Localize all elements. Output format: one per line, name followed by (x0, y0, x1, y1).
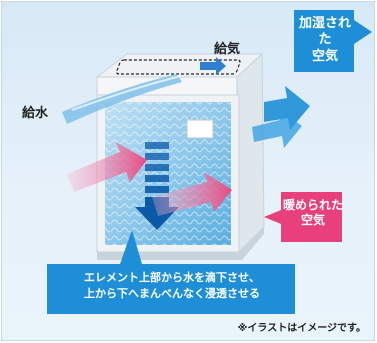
supply-air-label: 給気 (214, 42, 241, 57)
humidified-air-box (294, 10, 372, 72)
description-box (47, 264, 295, 314)
humidifier-unit (95, 52, 265, 260)
description-label: エレメント上部から水を滴下させ、 上から下へまんべんなく浸透させる (84, 271, 260, 300)
warmed-air-box (264, 192, 342, 242)
disclaimer-note: ※イラストはイメージです。 (237, 323, 366, 334)
water-supply-label: 給水 (22, 106, 49, 121)
humidified-air-label: 加湿された 空気 (298, 16, 351, 64)
warmed-air-label: 暖められた 空気 (282, 198, 343, 227)
humidified-air-arrow (264, 86, 310, 130)
incoming-air-arrow-top (67, 142, 147, 192)
water-supply-arrow (62, 74, 182, 124)
humidifier-illustration (47, 10, 372, 314)
incoming-air-arrow-bottom (152, 172, 232, 216)
supply-air-arrow (200, 57, 226, 75)
